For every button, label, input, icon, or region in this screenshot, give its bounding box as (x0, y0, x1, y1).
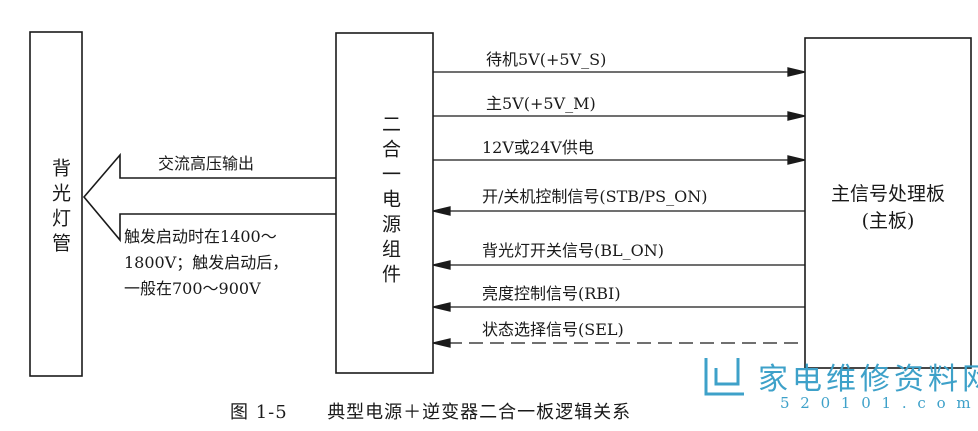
main-board-title: 主信号处理板 (830, 183, 945, 205)
power-module-box (335, 32, 434, 374)
trigger-note: 触发启动时在1400～ 1800V；触发启动后， 一般在700～900V (124, 224, 288, 302)
watermark-logo-icon (704, 358, 744, 396)
figure-number: 图 1-5 (230, 402, 288, 423)
signal-label-stb: 开/关机控制信号(STB/PS_ON) (482, 187, 708, 206)
figure-caption: 图 1-5 典型电源＋逆变器二合一板逻辑关系 (230, 398, 631, 424)
backlight-label: 背光灯管 (49, 158, 71, 258)
arrow-head-rbi (432, 302, 451, 312)
signal-label-blon: 背光灯开关信号(BL_ON) (482, 241, 664, 260)
trigger-note-line: 触发启动时在1400～ (124, 227, 277, 246)
figure-title: 典型电源＋逆变器二合一板逻辑关系 (327, 402, 632, 423)
signal-label-sel: 状态选择信号(SEL) (482, 320, 624, 339)
signal-label-main5v: 主5V(+5V_M) (486, 94, 596, 113)
signal-lines (432, 67, 806, 348)
arrow-head-blon (432, 260, 451, 270)
trigger-note-line: 一般在700～900V (124, 279, 261, 298)
signal-label-rbi: 亮度控制信号(RBI) (482, 284, 621, 303)
output-arrow (82, 152, 336, 243)
watermark-url: 5 2 0 1 0 1 . c o m (780, 394, 974, 412)
main-board-subtitle: (主板) (861, 210, 915, 232)
watermark-title: 家电维修资料网 (758, 362, 978, 397)
signal-label-supply: 12V或24V供电 (482, 138, 594, 157)
arrow-head-supply (787, 155, 806, 165)
power-module-label: 二合一电源组件 (379, 113, 401, 289)
arrow-head-sel (432, 338, 451, 348)
arrow-head-main5v (787, 111, 806, 121)
arrow-head-stb (432, 206, 451, 216)
output-label: 交流高压输出 (158, 154, 255, 173)
watermark: 家电维修资料网 5 2 0 1 0 1 . c o m (700, 350, 978, 420)
trigger-note-line: 1800V；触发启动后， (124, 253, 289, 272)
main-board-box (804, 37, 972, 369)
arrow-head-standby (787, 67, 806, 77)
signal-label-standby: 待机5V(+5V_S) (486, 50, 607, 69)
backlight-box (29, 31, 83, 377)
